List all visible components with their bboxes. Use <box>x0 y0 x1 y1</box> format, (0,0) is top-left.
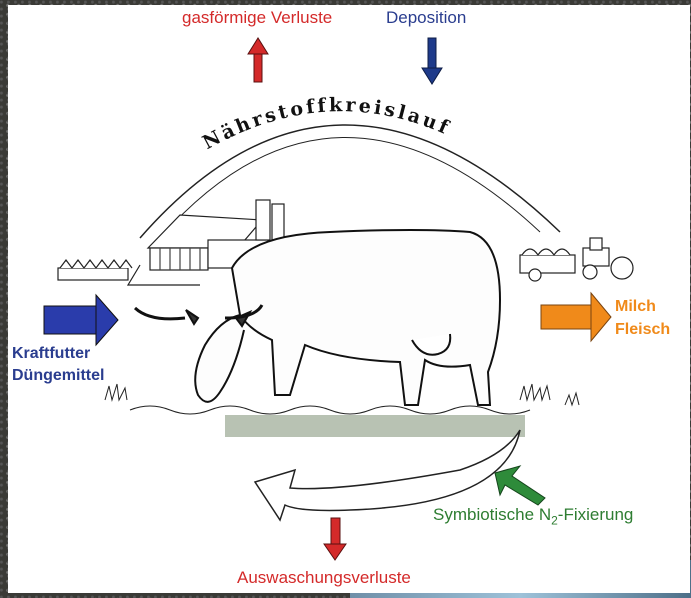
fixation-arrow <box>495 466 545 505</box>
input-arrow <box>44 295 118 345</box>
grass-band <box>225 415 525 437</box>
vegetation <box>105 384 579 414</box>
tractor-with-trailer <box>520 238 633 281</box>
input-label-line1: Kraftfutter <box>12 344 90 364</box>
fixation-label-suffix: -Fixierung <box>558 505 634 524</box>
fixation-label-prefix: Symbiotische N <box>433 505 551 524</box>
cow-horn-left <box>135 308 185 319</box>
fixation-label-subscript: 2 <box>551 513 558 527</box>
output-arrow <box>541 293 611 341</box>
gaseous-losses-label: gasförmige Verluste <box>182 8 332 28</box>
leaching-label: Auswaschungsverluste <box>237 568 411 588</box>
fixation-label: Symbiotische N2-Fixierung <box>433 505 633 530</box>
leaching-arrow <box>324 518 346 560</box>
output-label-line2: Fleisch <box>615 320 670 340</box>
gaseous-losses-arrow <box>248 38 268 82</box>
input-label-line2: Düngemittel <box>12 366 104 386</box>
left-machinery <box>58 260 132 280</box>
deposition-arrow <box>422 38 442 84</box>
output-label-line1: Milch <box>615 297 656 317</box>
cycle-title: Nährstoffkreislauf <box>199 94 454 154</box>
deposition-label: Deposition <box>386 8 466 28</box>
